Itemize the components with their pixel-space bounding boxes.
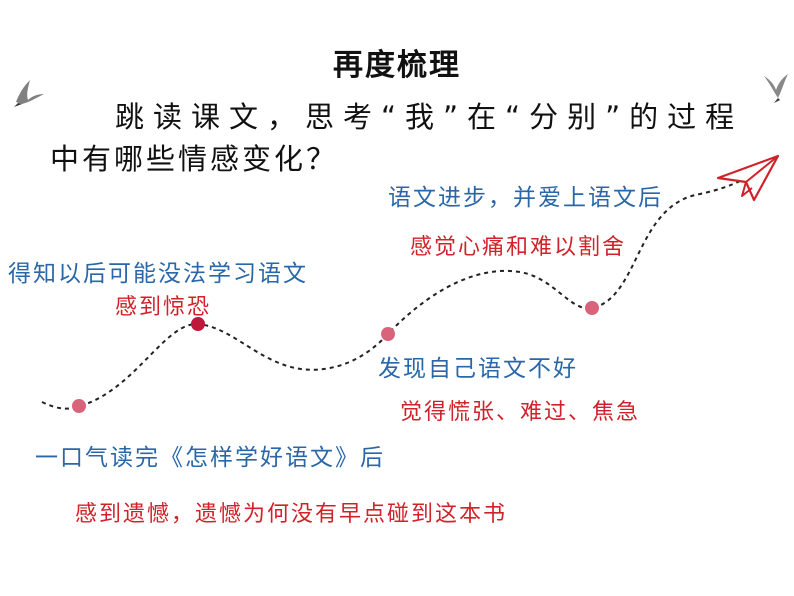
stage-4-feeling: 感觉心痛和难以割舍 xyxy=(410,235,627,260)
curve-point-3 xyxy=(381,327,395,341)
stage-3-feeling: 觉得慌张、难过、焦急 xyxy=(400,400,641,425)
page-title: 再度梳理 xyxy=(333,48,461,83)
question-line-2: 中有哪些情感变化？ xyxy=(50,142,339,176)
question-text: 跳读课文，思考“我”在“分别”的过程 中有哪些情感变化？ xyxy=(50,96,765,180)
paper-plane-icon xyxy=(716,154,780,202)
curve-point-1 xyxy=(72,399,86,413)
stage-4-event: 语文进步，并爱上语文后 xyxy=(388,185,663,211)
stage-2-event: 得知以后可能没法学习语文 xyxy=(8,261,308,287)
swallow-icon xyxy=(14,80,44,107)
stage-2-feeling: 感到惊恐 xyxy=(115,295,212,320)
stage-3-event: 发现自己语文不好 xyxy=(378,356,578,382)
stage-1-feeling: 感到遗憾，遗憾为何没有早点碰到这本书 xyxy=(75,502,508,527)
curve-point-4 xyxy=(585,301,599,315)
question-line-1: 跳读课文，思考“我”在“分别”的过程 xyxy=(115,100,744,134)
stage-1-event: 一口气读完《怎样学好语文》后 xyxy=(35,445,385,471)
swallow-icon xyxy=(764,74,788,103)
curve-point-2 xyxy=(191,317,205,331)
